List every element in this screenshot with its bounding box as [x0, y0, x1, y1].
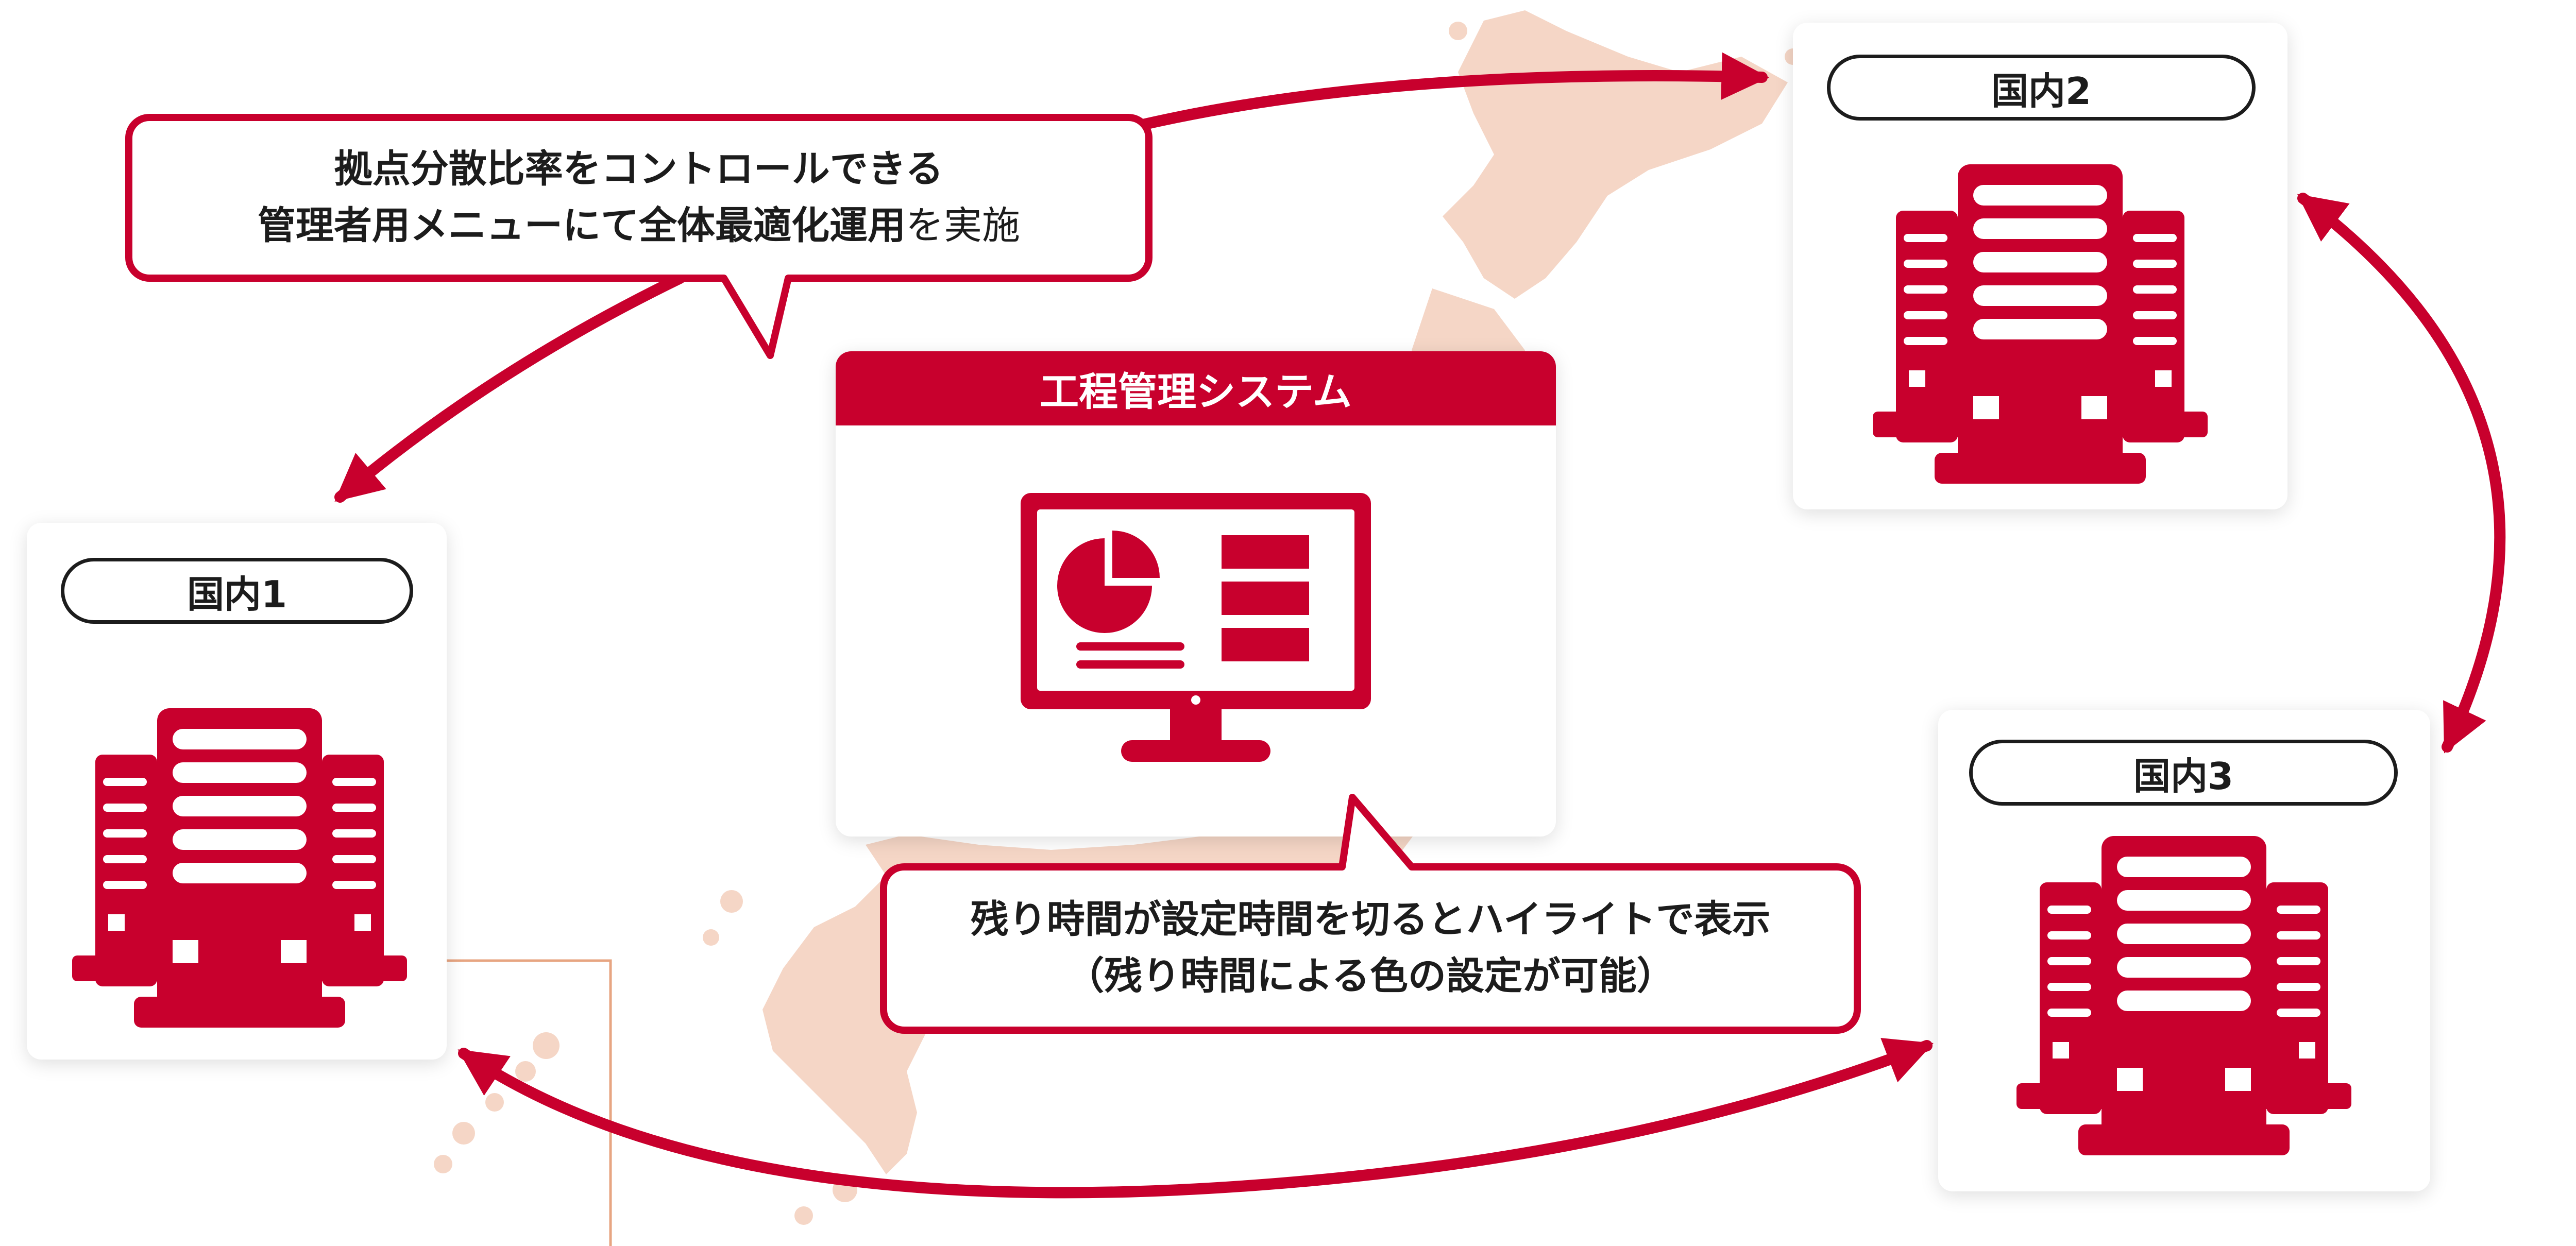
arrow-to-site-2 — [1130, 52, 1769, 132]
building-icon — [1873, 164, 2208, 484]
callout-top-line2-bold: 管理者用メニューにて全体最適化運用 — [258, 203, 906, 248]
arrow-site-1-to-site-3 — [457, 1038, 1934, 1199]
pie-chart-icon — [1057, 531, 1160, 633]
callout-bottom: 残り時間が設定時間を切るとハイライトで表示 （残り時間による色の設定が可能） — [884, 891, 1857, 1004]
callout-top-line2-normal: を実施 — [906, 203, 1020, 248]
building-icon — [72, 708, 407, 1028]
site-card-3: 国内3 — [1938, 710, 2430, 1191]
site-label-2: 国内2 — [1827, 55, 2256, 121]
site-card-2: 国内2 — [1793, 23, 2287, 509]
callout-top: 拠点分散比率をコントロールできる 管理者用メニューにて全体最適化運用を実施 — [129, 141, 1149, 254]
callout-top-line2: 管理者用メニューにて全体最適化運用を実施 — [129, 197, 1149, 254]
system-title: 工程管理システム — [836, 351, 1556, 425]
site-label-1: 国内1 — [61, 558, 413, 624]
site-label-3: 国内3 — [1969, 740, 2398, 806]
monitor-dashboard-icon — [1021, 493, 1371, 762]
building-icon — [2016, 836, 2351, 1155]
system-card: 工程管理システム — [836, 351, 1556, 837]
callout-bottom-line1: 残り時間が設定時間を切るとハイライトで表示 — [970, 897, 1771, 942]
arrow-to-site-1 — [334, 272, 686, 503]
callout-bottom-line2: （残り時間による色の設定が可能） — [1066, 954, 1675, 998]
arrow-site-2-to-site-3 — [2297, 193, 2506, 754]
callout-top-line1: 拠点分散比率をコントロールできる — [334, 147, 944, 191]
site-card-1: 国内1 — [27, 523, 447, 1060]
